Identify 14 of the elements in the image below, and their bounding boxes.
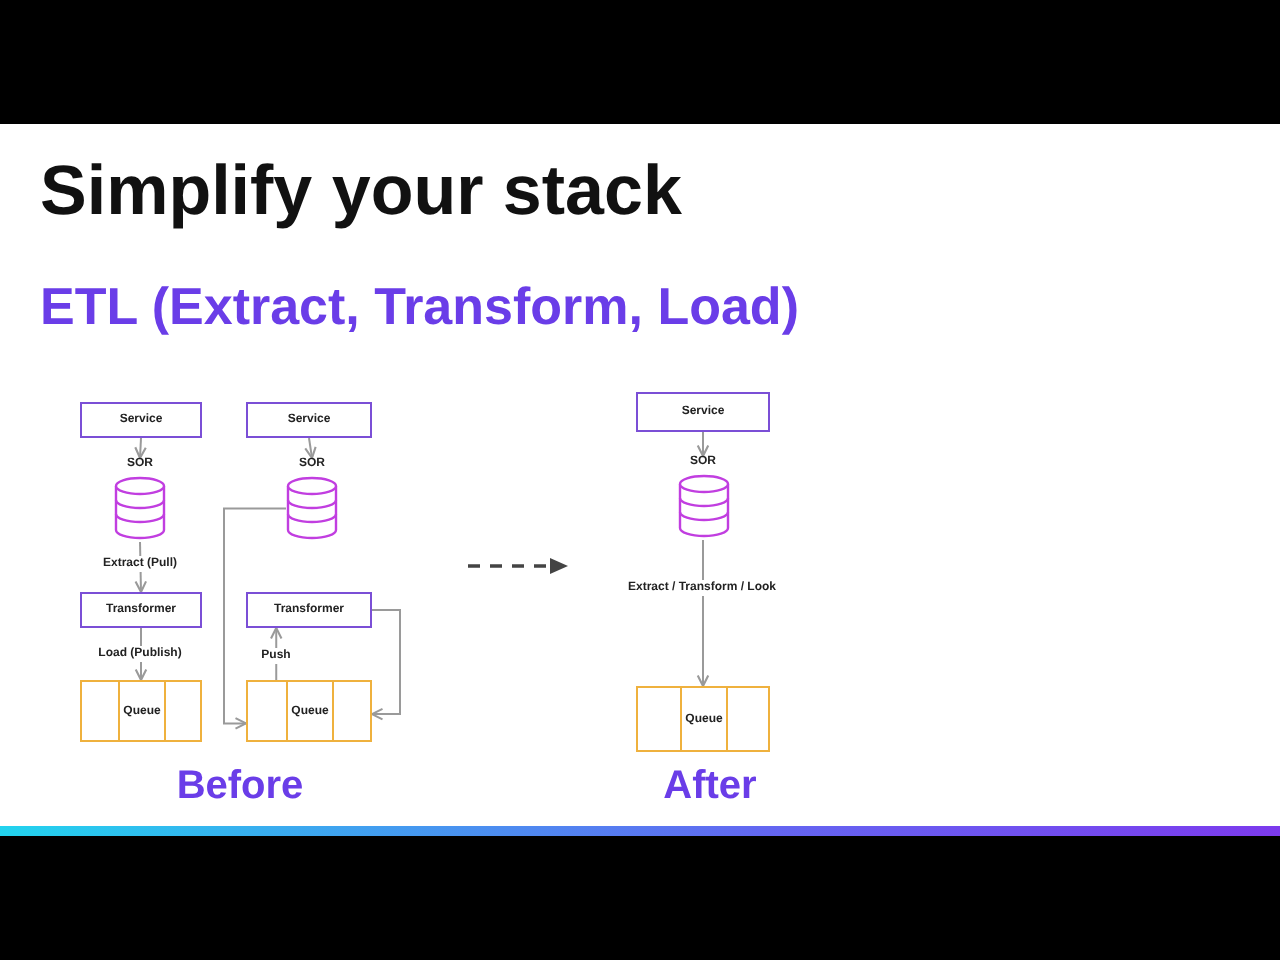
section-label: Before [174, 764, 306, 810]
arrow [134, 437, 147, 460]
queue-box [80, 680, 202, 742]
arrow [370, 609, 401, 721]
arrow [304, 437, 317, 460]
queue-box [636, 686, 770, 752]
subtitle: ETL (Extract, Transform, Load) [40, 276, 799, 338]
arrow [269, 626, 283, 681]
title: Simplify your stack [40, 152, 682, 232]
arrow [696, 431, 710, 458]
arrow [696, 539, 710, 688]
section-label: After [661, 764, 759, 810]
queue-box [246, 680, 372, 742]
arrow [223, 507, 287, 730]
